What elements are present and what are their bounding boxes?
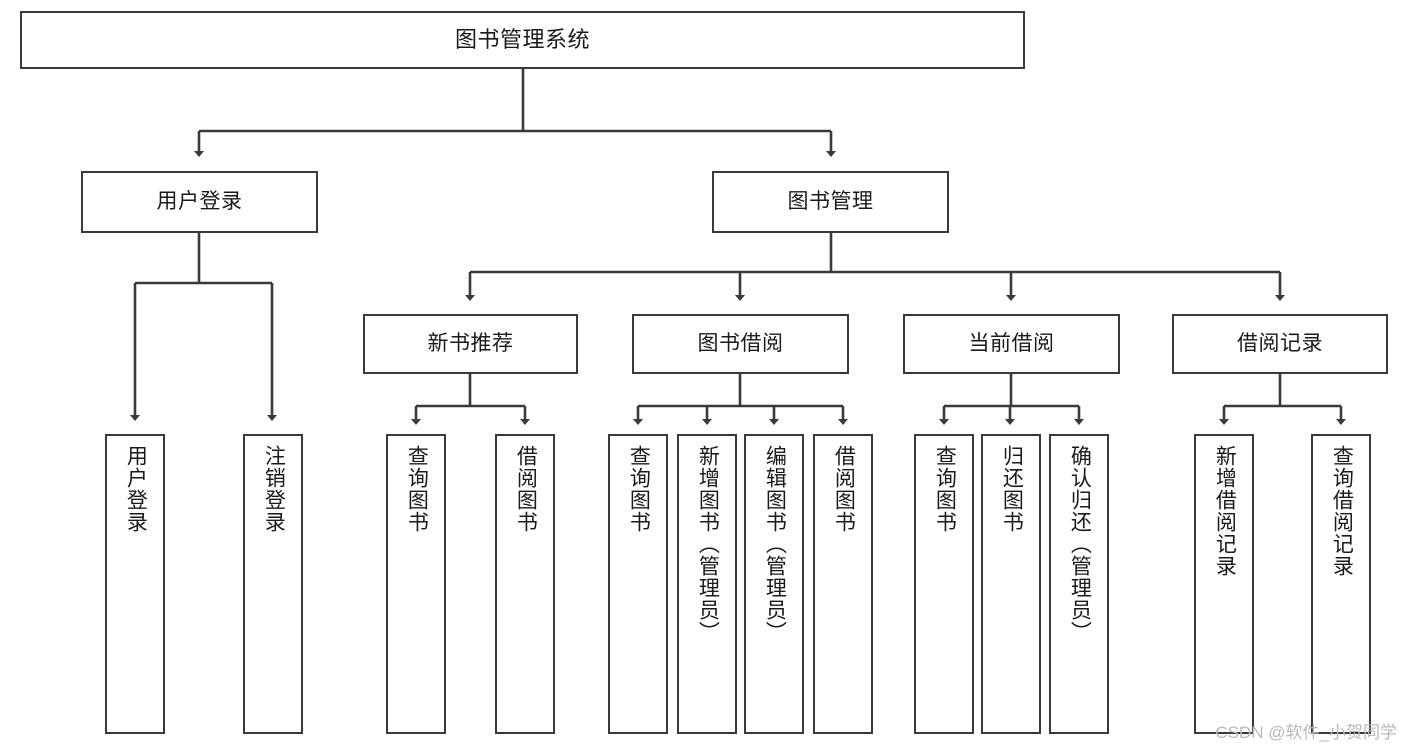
leaf-book-borrow-add[interactable]: 新增图书（管理员） — [677, 434, 737, 734]
node-borrow-record-label: 借阅记录 — [1237, 331, 1323, 355]
watermark: CSDN @软件_小贺同学 — [1215, 723, 1397, 742]
node-book-borrow[interactable]: 图书借阅 — [632, 314, 849, 374]
leaf-label: 用户登录 — [124, 445, 148, 533]
leaf-book-borrow-borrow[interactable]: 借阅图书 — [813, 434, 873, 734]
leaf-book-borrow-edit[interactable]: 编辑图书（管理员） — [744, 434, 804, 734]
leaf-book-borrow-query[interactable]: 查询图书 — [608, 434, 668, 734]
node-user-login[interactable]: 用户登录 — [81, 171, 318, 233]
leaf-borrow-record-query[interactable]: 查询借阅记录 — [1311, 434, 1371, 734]
leaf-label: 新增图书（管理员） — [696, 445, 720, 643]
leaf-label: 查询图书 — [405, 445, 429, 533]
leaf-label: 新增借阅记录 — [1213, 445, 1237, 577]
node-book-manage-label: 图书管理 — [787, 189, 874, 213]
leaf-borrow-record-add[interactable]: 新增借阅记录 — [1194, 434, 1254, 734]
leaf-label: 确认归还（管理员） — [1068, 445, 1092, 643]
leaf-label: 注销登录 — [262, 445, 286, 533]
node-new-book-recommend[interactable]: 新书推荐 — [363, 314, 578, 374]
node-user-login-label: 用户登录 — [156, 189, 243, 213]
leaf-label: 查询图书 — [933, 445, 957, 533]
leaf-current-borrow-query[interactable]: 查询图书 — [914, 434, 974, 734]
leaf-user-login-logout[interactable]: 注销登录 — [243, 434, 303, 734]
leaf-new-book-borrow[interactable]: 借阅图书 — [495, 434, 555, 734]
leaf-new-book-query[interactable]: 查询图书 — [386, 434, 446, 734]
leaf-label: 归还图书 — [1000, 445, 1024, 533]
node-current-borrow-label: 当前借阅 — [968, 331, 1055, 355]
leaf-current-borrow-confirm-return[interactable]: 确认归还（管理员） — [1049, 434, 1109, 734]
leaf-label: 查询图书 — [627, 445, 651, 533]
node-borrow-record[interactable]: 借阅记录 — [1172, 314, 1388, 374]
node-root-label: 图书管理系统 — [454, 27, 590, 53]
leaf-current-borrow-return[interactable]: 归还图书 — [981, 434, 1041, 734]
node-current-borrow[interactable]: 当前借阅 — [903, 314, 1120, 374]
leaf-label: 查询借阅记录 — [1330, 445, 1354, 577]
node-new-book-recommend-label: 新书推荐 — [427, 331, 514, 355]
node-root[interactable]: 图书管理系统 — [20, 11, 1025, 69]
leaf-label: 借阅图书 — [514, 445, 538, 533]
leaf-label: 编辑图书（管理员） — [763, 445, 787, 643]
leaf-user-login-login[interactable]: 用户登录 — [105, 434, 165, 734]
leaf-label: 借阅图书 — [832, 445, 856, 533]
node-book-borrow-label: 图书借阅 — [697, 331, 784, 355]
node-book-manage[interactable]: 图书管理 — [712, 171, 949, 233]
